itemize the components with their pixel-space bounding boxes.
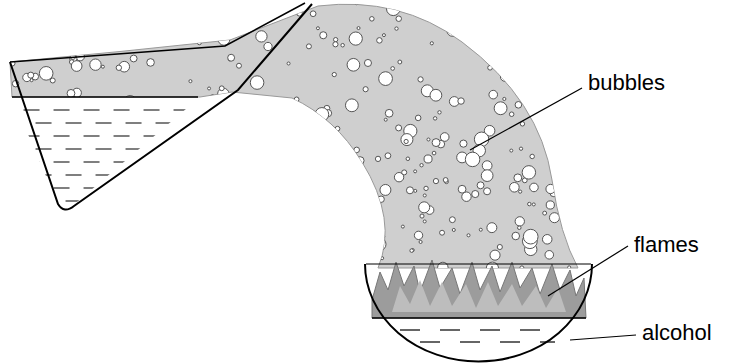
bubbles xyxy=(0,0,599,283)
flames-inner xyxy=(392,280,566,312)
leader-line xyxy=(548,246,628,296)
leader-line xyxy=(570,335,636,340)
part-label: flames xyxy=(634,234,699,256)
bowl xyxy=(365,264,592,361)
bowl-rim xyxy=(366,264,591,265)
flask-rim xyxy=(10,3,305,62)
part-label: alcohol xyxy=(642,322,712,344)
liquid-dashes xyxy=(24,110,202,201)
liquid-surface xyxy=(12,96,198,98)
alcohol-dashes xyxy=(400,330,555,342)
flask-outline xyxy=(10,4,312,210)
alcohol-surface xyxy=(372,317,586,319)
leader-line xyxy=(470,88,582,150)
bubble-stream xyxy=(10,4,578,268)
part-label: bubbles xyxy=(588,72,665,94)
flames xyxy=(372,260,586,318)
